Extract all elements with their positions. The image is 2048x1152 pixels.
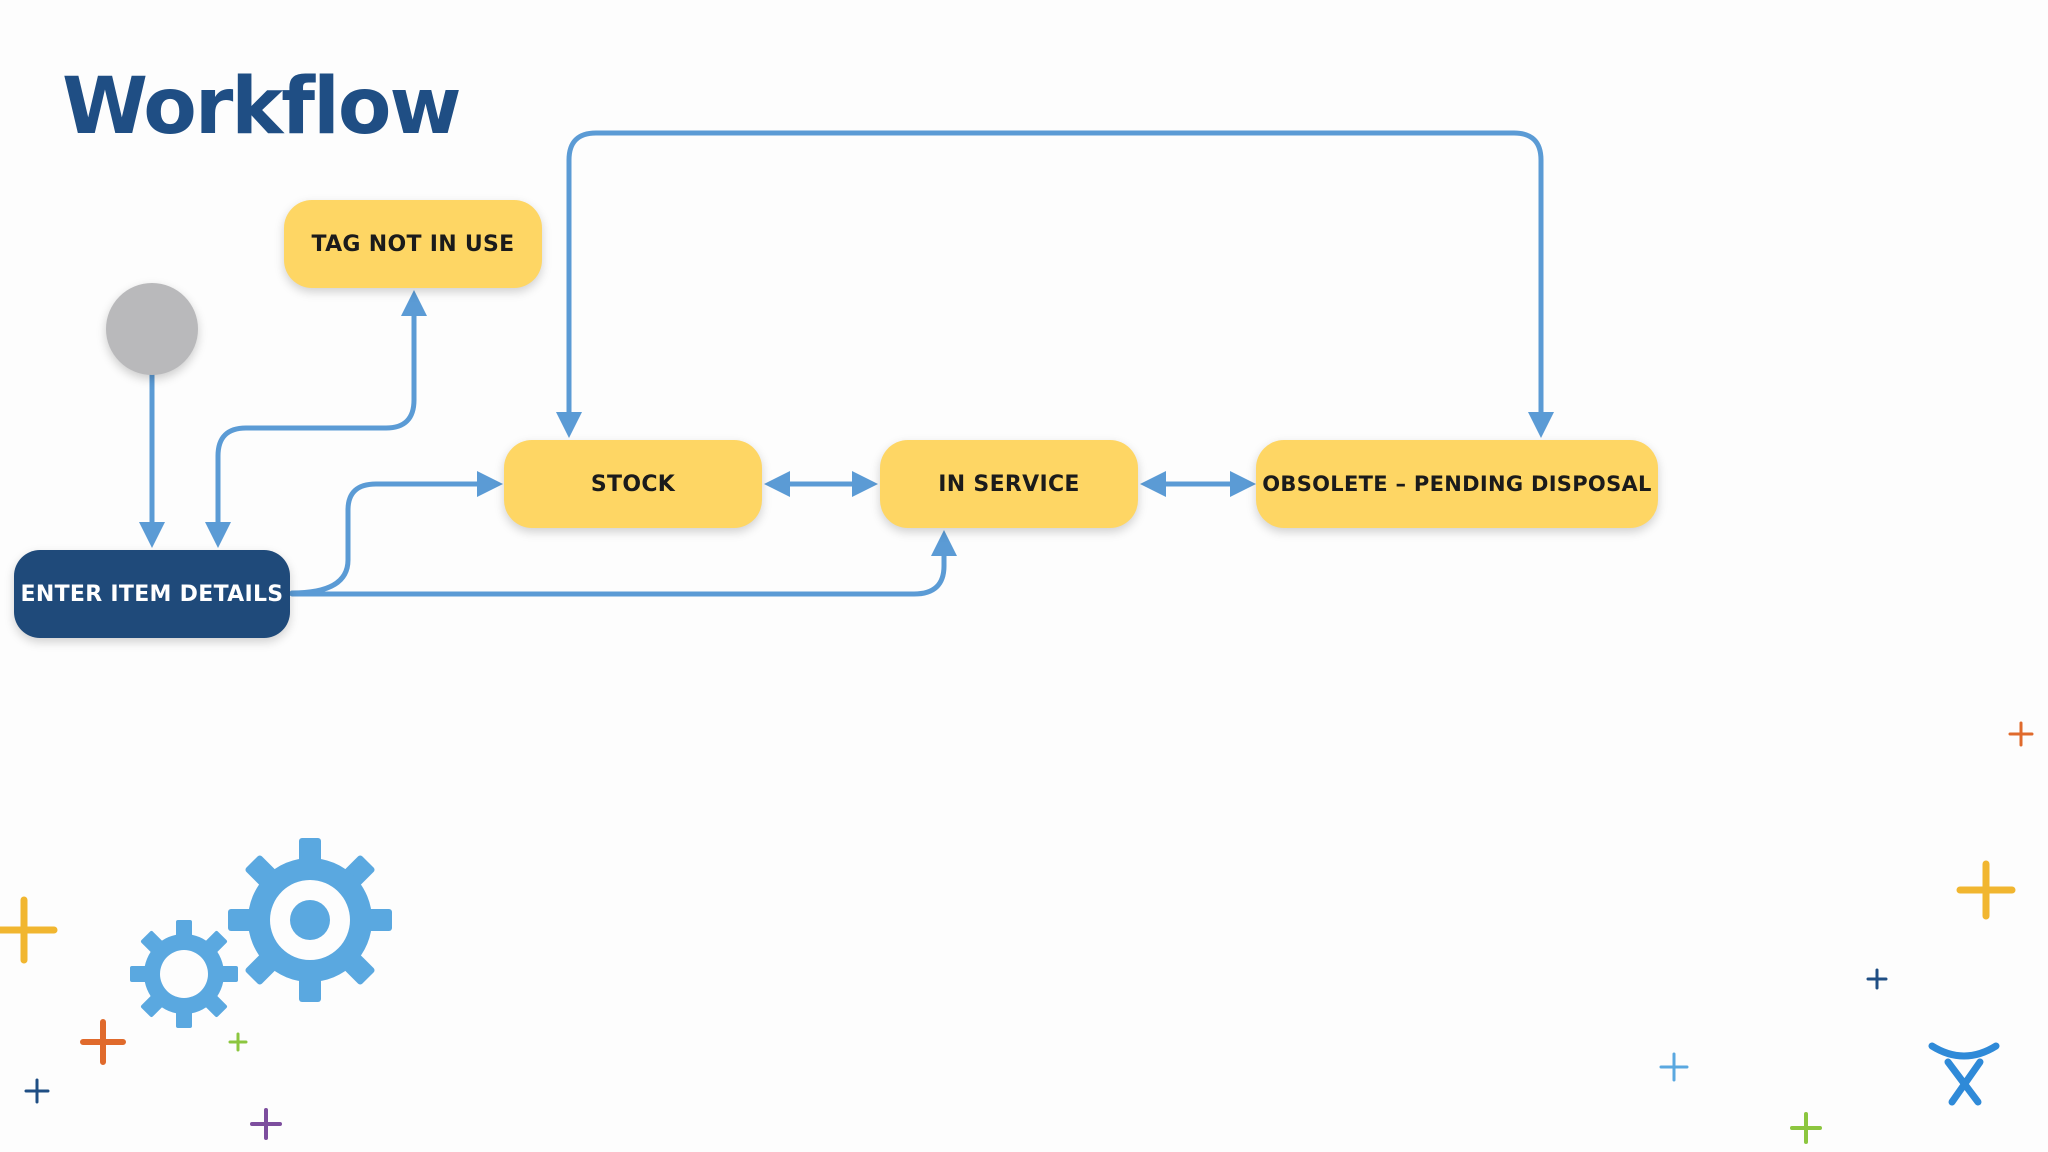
plus-icon (250, 1108, 282, 1140)
arrowhead-enter-stock (477, 471, 503, 497)
arrowhead-inservice-obsolete (1230, 471, 1256, 497)
plus-icon (2008, 721, 2034, 747)
node-obsolete-pending-disposal: OBSOLETE – PENDING DISPOSAL (1256, 440, 1658, 528)
plus-icon (1866, 968, 1888, 990)
node-stock: STOCK (504, 440, 762, 528)
arrowhead-loop-obsolete (1528, 412, 1554, 438)
arrowhead-inservice-stock (764, 471, 790, 497)
node-stock-label: STOCK (590, 471, 676, 497)
node-enter-item-details-label: ENTER ITEM DETAILS (20, 581, 284, 607)
node-tag-not-in-use: TAG NOT IN USE (284, 200, 542, 288)
arrowhead-enter-tag (401, 290, 427, 316)
node-obsolete-label: OBSOLETE – PENDING DISPOSAL (1262, 472, 1652, 496)
plus-icon (1956, 860, 2016, 920)
node-in-service: IN SERVICE (880, 440, 1138, 528)
plus-icon (0, 896, 58, 964)
node-tag-not-in-use-label: TAG NOT IN USE (311, 231, 515, 257)
arrowhead-enter-inservice (931, 530, 957, 556)
arrowhead-loop-stock (556, 412, 582, 438)
arrowhead-tag-enter (205, 522, 231, 548)
gears-icon (130, 838, 392, 1028)
plus-icon (228, 1032, 248, 1052)
plus-icon (24, 1078, 50, 1104)
edge-enter-to-inservice (289, 545, 947, 597)
node-enter-item-details: ENTER ITEM DETAILS (14, 550, 290, 638)
plus-icon (1659, 1052, 1689, 1082)
node-in-service-label: IN SERVICE (938, 471, 1080, 497)
plus-icon (1790, 1112, 1822, 1144)
arrowhead-stock-inservice (852, 471, 878, 497)
arrowhead-start-enter (139, 522, 165, 548)
start-node (106, 283, 198, 375)
page-title: Workflow (62, 62, 461, 152)
atlassian-logo-icon (1928, 1042, 2000, 1106)
arrowhead-obsolete-inservice (1140, 471, 1166, 497)
plus-icon (80, 1019, 126, 1065)
edge-tag-to-enter (215, 297, 417, 533)
edge-obsolete-stock-loop (566, 130, 1544, 423)
edge-enter-to-stock (289, 481, 488, 596)
